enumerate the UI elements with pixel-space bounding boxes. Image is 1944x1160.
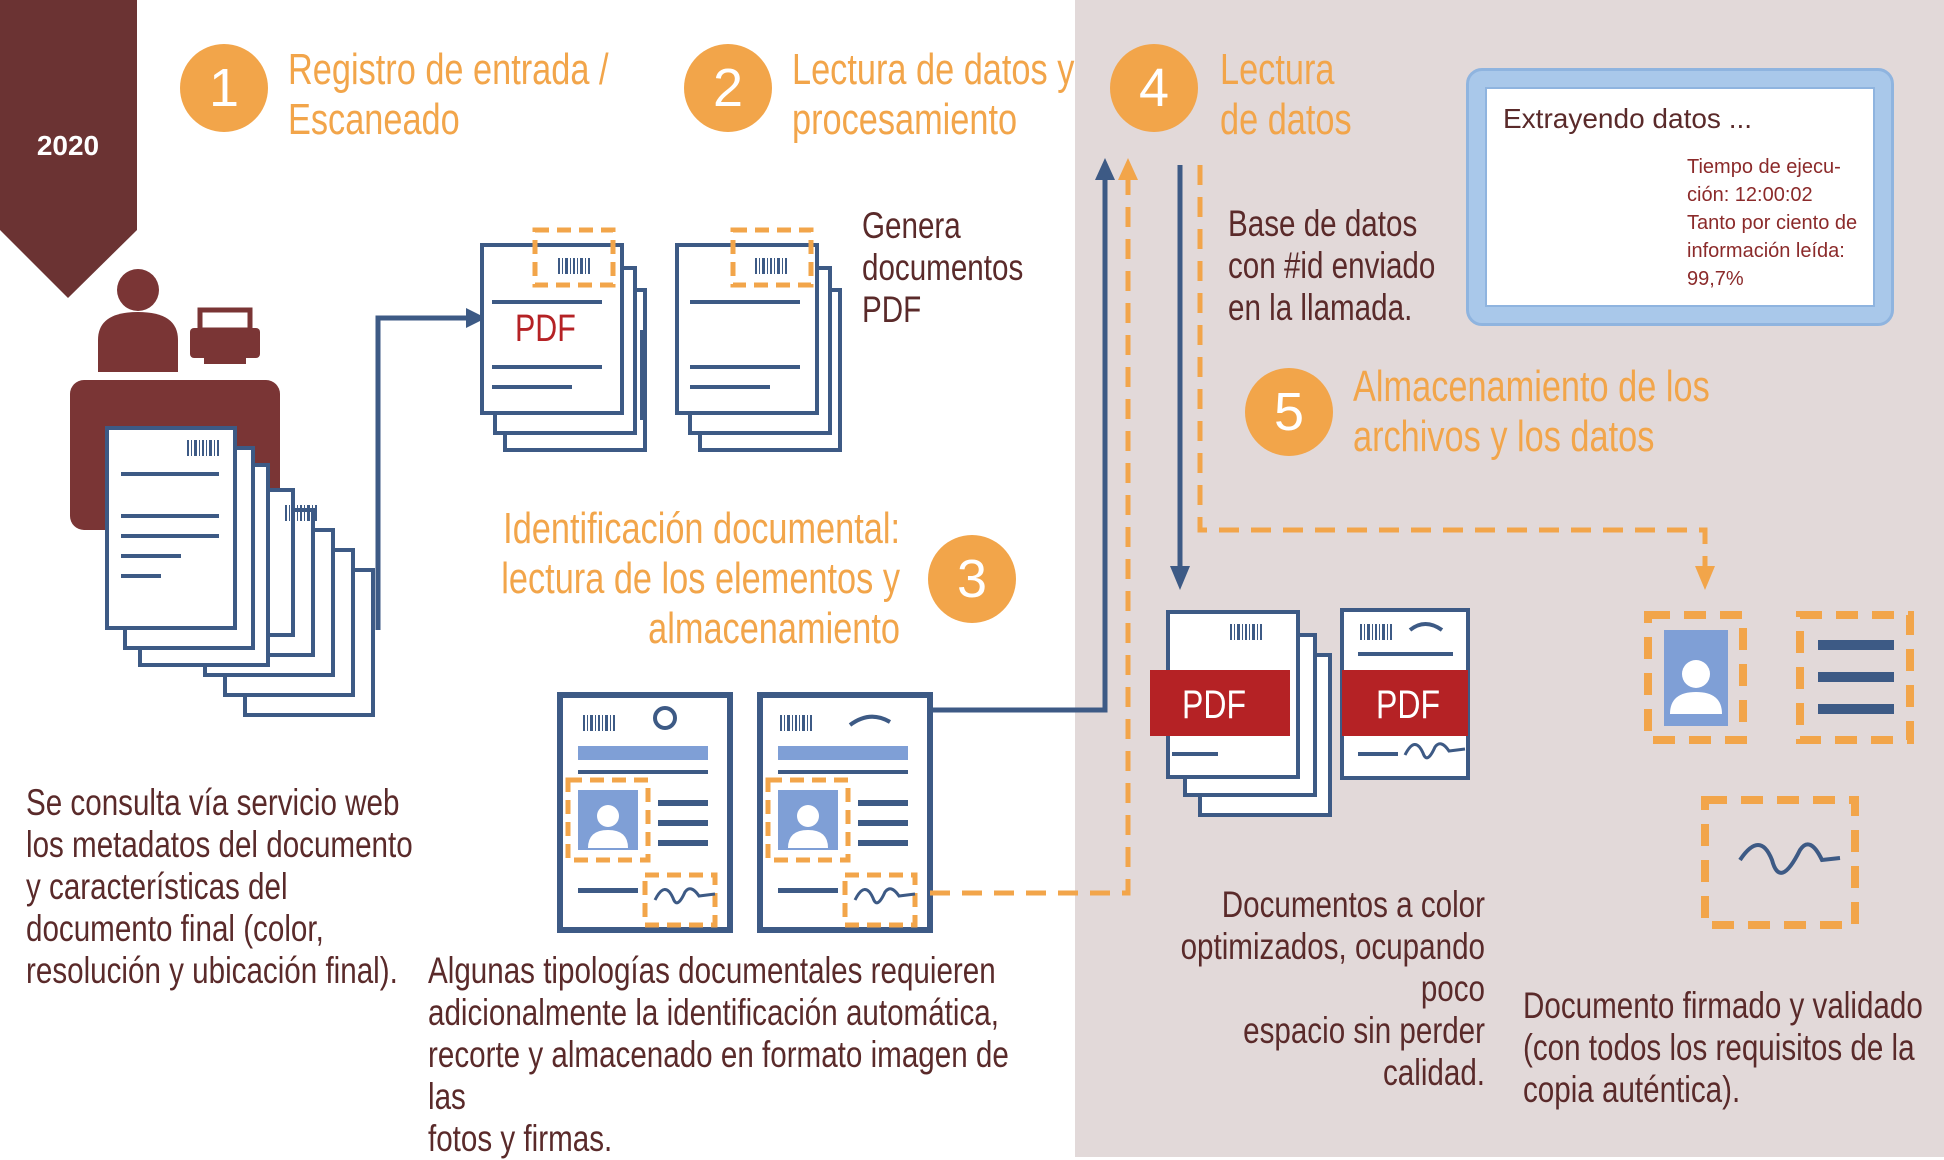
step-3-badge: 3 <box>928 535 1016 623</box>
photo-id-icon <box>557 692 733 933</box>
arrow-scan-to-pdf <box>375 315 470 630</box>
base-datos-text: Base de datos con #id enviado en la llam… <box>1228 203 1436 328</box>
step-5-badge: 5 <box>1245 368 1333 456</box>
person-silhouette <box>1670 660 1722 714</box>
pdf-document-icon <box>1340 608 1470 780</box>
pdf-label-color-1: PDF <box>1182 683 1246 727</box>
tipologias-text: Algunas tipologías documentales requiere… <box>428 950 1009 1159</box>
pdf-document-icon <box>480 227 647 452</box>
dashed-arrow-storage <box>1197 165 1708 570</box>
step-2-badge: 2 <box>684 44 772 132</box>
step-2-title: Lectura de datos y procesamiento <box>792 45 1075 144</box>
pdf-label-stack: PDF <box>515 308 576 350</box>
extraction-popup-body: Extrayendo datos ... Tiempo de ejecu- ci… <box>1485 87 1875 307</box>
arrow-id-to-database <box>930 180 1108 713</box>
step-1-title: Registro de entrada / Escaneado <box>288 45 609 144</box>
genera-pdf-text: Genera documentos PDF <box>862 205 1024 330</box>
step-1-badge: 1 <box>180 44 268 132</box>
photo-id-icon <box>1644 611 1747 744</box>
document-stack-icon <box>105 426 375 717</box>
documento-firmado-text: Documento firmado y validado (con todos … <box>1523 985 1923 1110</box>
photo-id-icon <box>757 692 933 933</box>
pdf-label-color-2: PDF <box>1376 683 1440 727</box>
document-stack-icon <box>675 227 842 452</box>
step-4-title: Lectura de datos <box>1220 45 1352 144</box>
extraction-popup: Extrayendo datos ... Tiempo de ejecu- ci… <box>1466 68 1894 326</box>
dashed-arrow-signature <box>930 180 1131 896</box>
popup-title: Extrayendo datos ... <box>1503 103 1753 134</box>
step-4-badge: 4 <box>1110 44 1198 132</box>
documentos-color-text: Documentos a color optimizados, ocupando… <box>1180 884 1485 1093</box>
year-badge-shape <box>0 0 137 298</box>
signature-icon <box>1701 796 1859 929</box>
printer-icon <box>190 307 260 364</box>
consulta-text: Se consulta vía servicio web los metadat… <box>26 782 413 991</box>
popup-info: Tiempo de ejecu- ción: 12:00:02 Tanto po… <box>1687 156 1858 290</box>
text-lines-icon <box>1796 611 1914 744</box>
step-3-title: Identificación documental: lectura de lo… <box>501 504 900 653</box>
year-badge: 2020 <box>36 130 100 161</box>
pdf-document-icon <box>1150 610 1332 817</box>
step-5-title: Almacenamiento de los archivos y los dat… <box>1353 362 1710 461</box>
